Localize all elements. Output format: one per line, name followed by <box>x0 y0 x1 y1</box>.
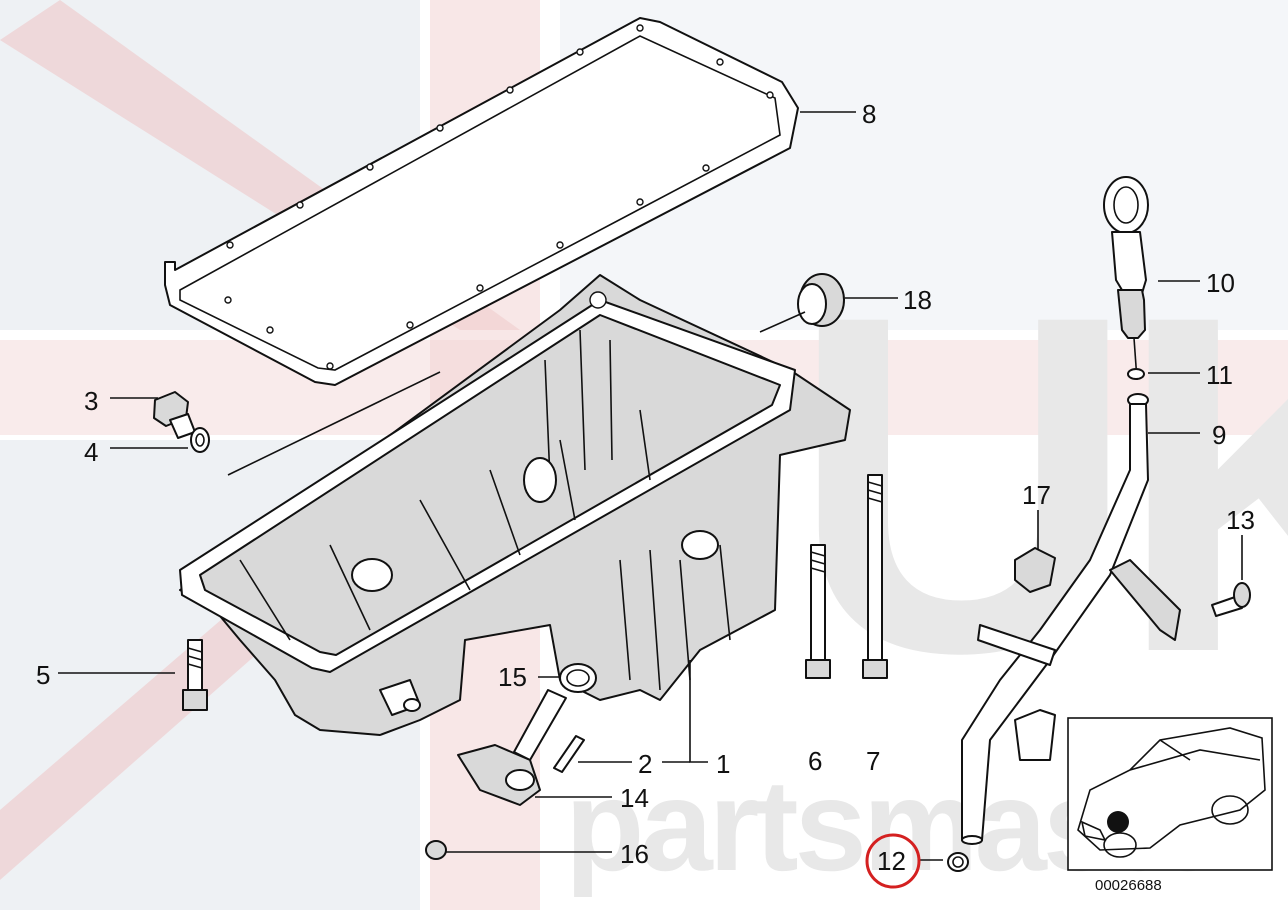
callout-3: 3 <box>84 386 98 416</box>
car-outline <box>1077 727 1266 851</box>
gasket-ring <box>190 427 210 453</box>
callout-4: 4 <box>84 437 98 467</box>
bolt-7 <box>862 474 888 679</box>
callout-17: 17 <box>1022 480 1051 510</box>
pin <box>553 735 585 773</box>
callout-16: 16 <box>620 839 649 869</box>
callout-5: 5 <box>36 660 50 690</box>
clip <box>1014 547 1056 593</box>
callout-8: 8 <box>862 99 876 129</box>
diagram-code: 00026688 <box>1095 877 1162 894</box>
callout-9: 9 <box>1212 420 1226 450</box>
callout-labels: 8 18 10 11 9 3 4 17 13 5 15 2 1 6 7 14 1… <box>36 99 1255 876</box>
thumbnail-frame <box>1067 717 1273 871</box>
callout-1: 1 <box>716 749 730 779</box>
highlight-circle <box>865 833 921 889</box>
o-ring-dipstick <box>1127 368 1145 380</box>
leader-lines <box>58 111 1243 861</box>
guide-tube <box>961 393 1181 845</box>
dipstick <box>1103 176 1149 381</box>
vehicle-thumbnail <box>1067 717 1273 871</box>
callout-11: 11 <box>1206 360 1233 390</box>
sealing-plug <box>797 273 845 327</box>
bolt-13 <box>1211 582 1251 617</box>
callout-7: 7 <box>866 746 880 776</box>
bolt-6 <box>805 544 831 679</box>
oil-pan-gasket <box>164 17 799 386</box>
nut-16 <box>425 840 447 860</box>
callout-14: 14 <box>620 783 649 813</box>
callout-15: 15 <box>498 662 527 692</box>
oil-pickup <box>457 689 567 806</box>
o-ring-15 <box>559 663 597 693</box>
bolt-5 <box>182 639 208 711</box>
gasket-ring-12 <box>947 852 969 872</box>
callout-18: 18 <box>903 285 932 315</box>
callout-2: 2 <box>638 749 652 779</box>
callout-6: 6 <box>808 746 822 776</box>
callout-12: 12 <box>877 846 906 876</box>
location-marker <box>1107 811 1129 833</box>
callout-10: 10 <box>1206 268 1235 298</box>
oil-pan <box>179 274 851 736</box>
callout-13: 13 <box>1226 505 1255 535</box>
